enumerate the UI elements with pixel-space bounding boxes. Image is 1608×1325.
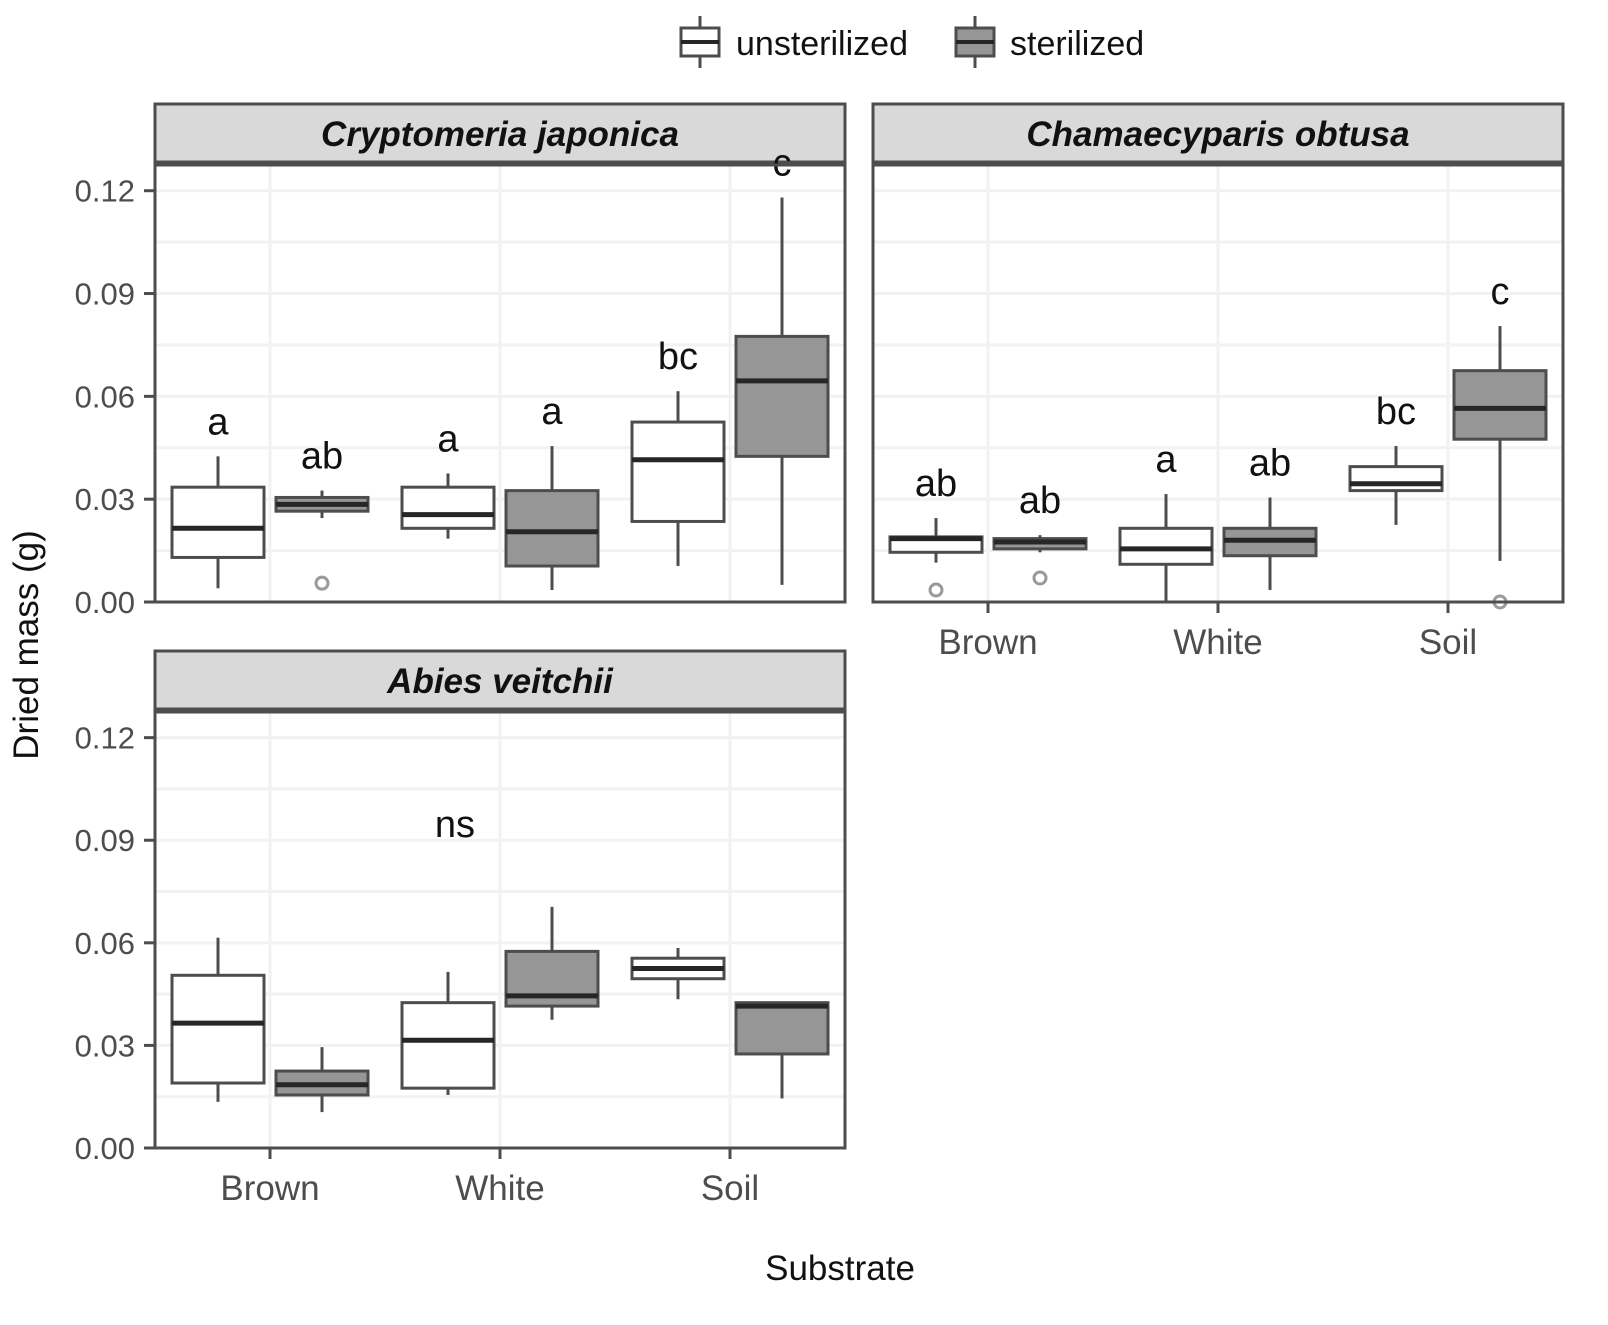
outlier-point [314, 575, 330, 591]
significance-letter: c [1491, 271, 1510, 313]
y-tick-label: 0.06 [75, 926, 135, 961]
box [734, 1001, 830, 1056]
boxplot-white-sterilized[interactable]: a [504, 391, 600, 591]
significance-letter: a [1155, 439, 1177, 481]
boxplot-brown-unsterilized[interactable]: a [170, 401, 266, 589]
y-tick-label: 0.06 [75, 379, 135, 414]
boxplot-soil-unsterilized[interactable] [630, 947, 726, 1000]
significance-letter: ab [1249, 442, 1291, 484]
significance-letter: a [207, 401, 229, 443]
boxplot-soil-sterilized[interactable] [734, 1001, 830, 1099]
box [734, 334, 830, 458]
y-axis-title: Dried mass (g) [7, 530, 46, 759]
boxplot-soil-sterilized[interactable]: c [1452, 271, 1548, 610]
legend-label-unsterilized: unsterilized [736, 25, 908, 63]
y-tick-label: 0.09 [75, 823, 135, 858]
x-tick-label-Soil: Soil [701, 1169, 759, 1208]
y-tick-label: 0.00 [75, 1131, 135, 1166]
panel-strip [871, 102, 1565, 164]
box [1118, 526, 1214, 566]
x-tick-label-Soil: Soil [1419, 623, 1477, 662]
panel-strip [153, 102, 847, 164]
significance-note: ns [435, 804, 475, 846]
boxplot-white-sterilized[interactable] [504, 906, 600, 1020]
box [170, 973, 266, 1085]
boxplot-brown-unsterilized[interactable] [170, 937, 266, 1102]
panel-1: Cryptomeria japonica a ab a a bcc 0.00 0.03 0.06… [75, 102, 847, 620]
outlier-point [928, 582, 944, 598]
boxplot-brown-sterilized[interactable]: ab [992, 480, 1088, 586]
boxplot-white-unsterilized[interactable]: a [400, 418, 496, 539]
panel-title: Abies veitchii [386, 662, 614, 701]
boxplot-white-unsterilized[interactable]: a [1118, 439, 1214, 602]
y-tick-label: 0.12 [75, 721, 135, 756]
y-tick-label: 0.00 [75, 585, 135, 620]
significance-letter: a [437, 418, 459, 460]
panel-title: Chamaecyparis obtusa [1026, 115, 1409, 154]
legend-item-sterilized[interactable]: sterilized [954, 16, 1144, 68]
box [400, 1001, 496, 1090]
boxplot-brown-sterilized[interactable]: ab [274, 436, 370, 591]
boxplot-brown-sterilized[interactable] [274, 1047, 370, 1113]
box [400, 485, 496, 530]
boxplot-soil-unsterilized[interactable]: bc [630, 336, 726, 567]
legend-label-sterilized: sterilized [1010, 25, 1144, 63]
y-tick-label: 0.03 [75, 482, 135, 517]
significance-letter: ab [1019, 480, 1061, 522]
panel-border [153, 163, 847, 604]
panel-strip [153, 649, 847, 711]
x-axis-title: Substrate [765, 1249, 915, 1288]
legend-item-unsterilized[interactable]: unsterilized [679, 16, 908, 68]
boxplot-brown-unsterilized[interactable]: ab [888, 463, 984, 598]
boxplot-soil-unsterilized[interactable]: bc [1348, 391, 1444, 525]
y-tick-label: 0.09 [75, 277, 135, 312]
x-tick-label-Brown: Brown [220, 1169, 319, 1208]
significance-letter: bc [1376, 391, 1416, 433]
box [630, 420, 726, 523]
x-tick-label-White: White [455, 1169, 544, 1208]
outlier-point [1032, 570, 1048, 586]
boxplot-white-sterilized[interactable]: ab [1222, 442, 1318, 591]
x-tick-label-White: White [1173, 623, 1262, 662]
box [1348, 465, 1444, 493]
legend: unsterilized sterilized [679, 16, 1144, 68]
y-tick-label: 0.12 [75, 174, 135, 209]
x-tick-label-Brown: Brown [938, 623, 1037, 662]
boxplot-white-unsterilized[interactable] [400, 971, 496, 1095]
box [170, 485, 266, 559]
boxplot-soil-sterilized[interactable]: c [734, 143, 830, 585]
significance-letter: ab [301, 436, 343, 478]
panel-title: Cryptomeria japonica [321, 115, 679, 154]
box [504, 489, 600, 568]
significance-letter: bc [658, 336, 698, 378]
significance-letter: ab [915, 463, 957, 505]
y-tick-label: 0.03 [75, 1028, 135, 1063]
significance-letter: a [541, 391, 563, 433]
box [1452, 369, 1548, 441]
panel-3: Abies veitchii ns 0.00 0.03 0.06 0.09 0.12Brow… [75, 649, 847, 1208]
